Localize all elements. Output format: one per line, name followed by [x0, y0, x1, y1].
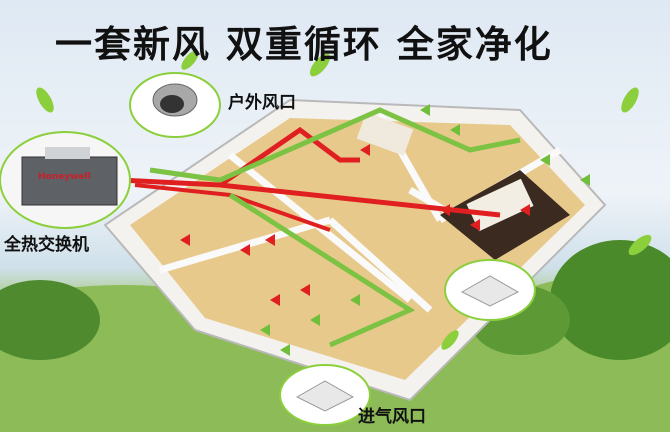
fresh-airflow-arrows [260, 104, 590, 356]
heat-exchanger-collar [45, 147, 90, 159]
tree [550, 240, 670, 360]
outdoor-vent-opening [160, 95, 184, 113]
label-intake-vent: 进气风口 [358, 407, 426, 427]
exhaust-duct [119, 126, 360, 188]
leaf-decorations [36, 50, 652, 350]
brand-logo: Honeywell [38, 172, 91, 182]
bed [356, 112, 414, 156]
tree [0, 280, 100, 360]
fresh-air-duct [228, 192, 416, 348]
label-outdoor-vent: 户外风口 [228, 93, 296, 113]
headline: 一套新风 双重循环 全家净化 [55, 23, 553, 66]
intake-vent [295, 380, 355, 412]
exhaust-duct [219, 182, 501, 218]
fresh-air-duct [149, 107, 521, 183]
bed [466, 178, 534, 232]
exhaust-airflow-arrows [180, 144, 530, 306]
heat-exchanger-unit [21, 156, 118, 206]
ceiling-vent [460, 275, 520, 307]
label-heat-exchanger: 全热交换机 [4, 235, 89, 255]
